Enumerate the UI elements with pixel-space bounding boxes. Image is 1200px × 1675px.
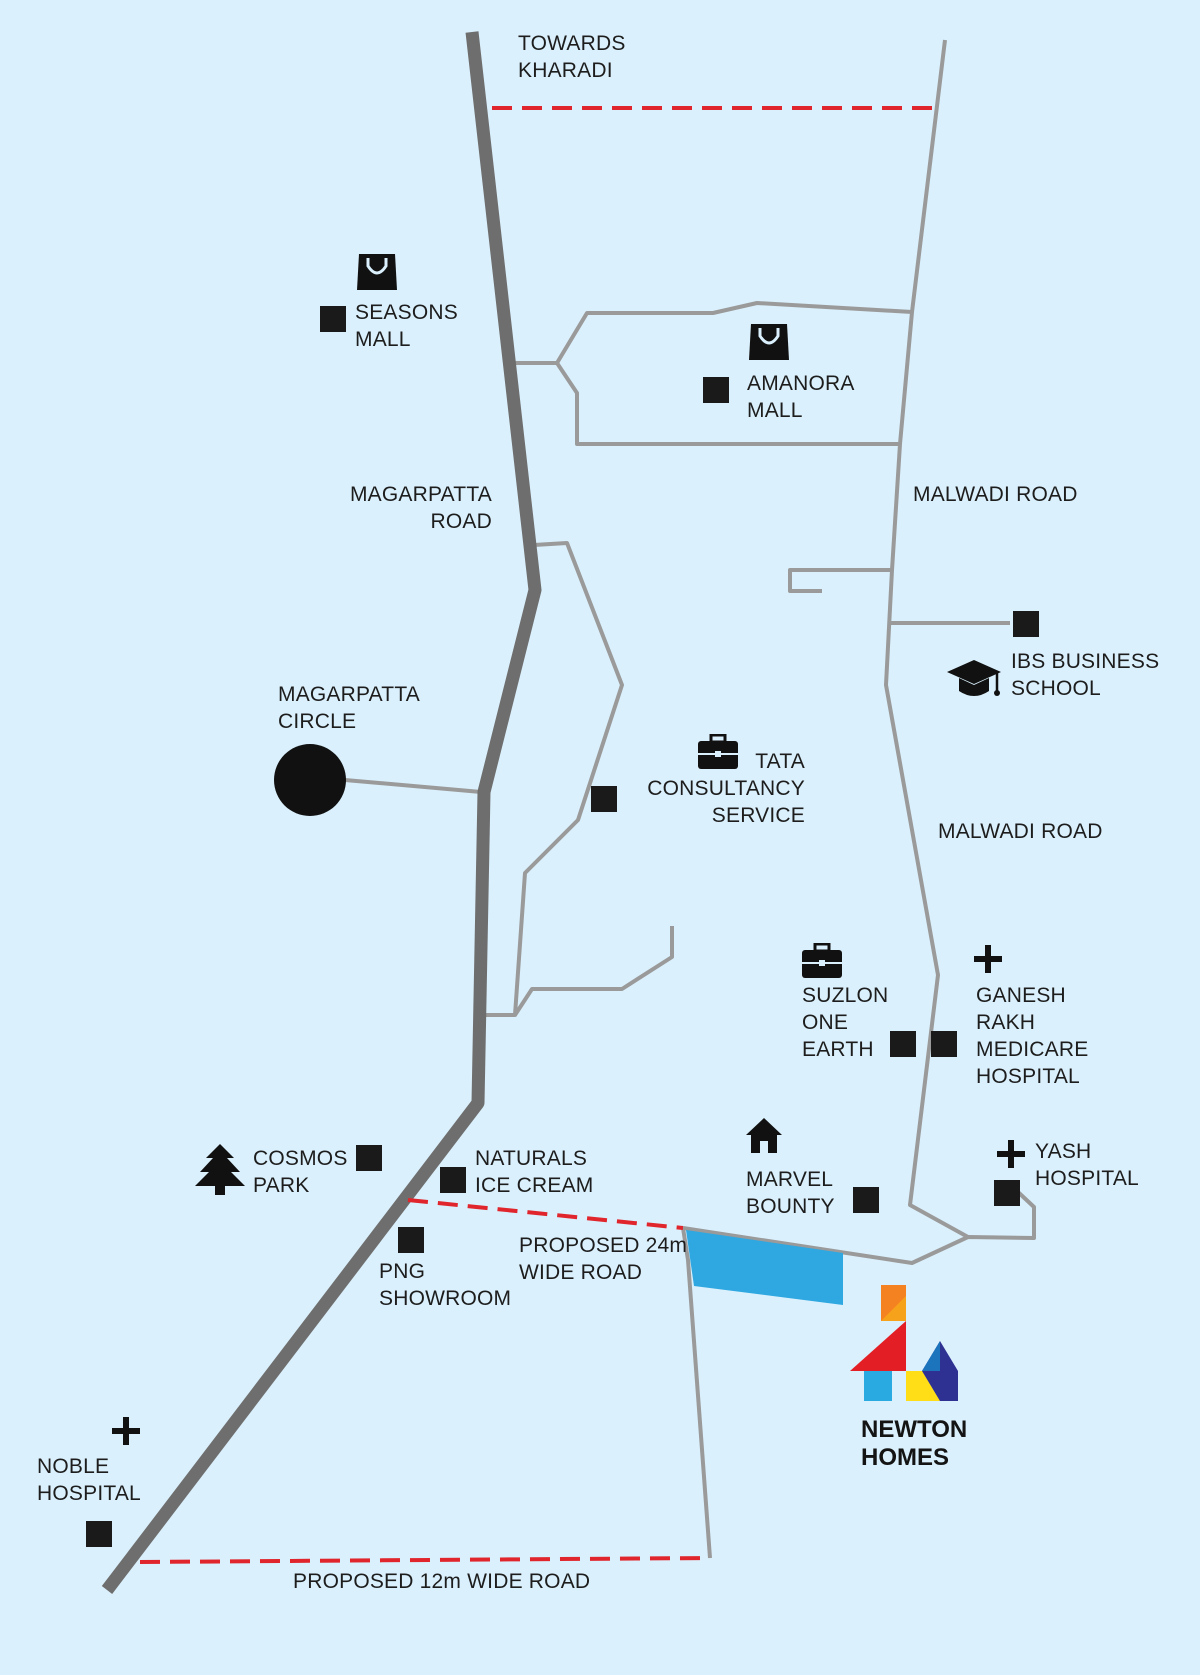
minor-roads [344, 39, 1036, 1559]
amanora-lower-road [555, 361, 900, 446]
magarpatta-circle-label: MAGARPATTA CIRCLE [278, 683, 421, 733]
tcs-marker [591, 786, 617, 812]
hospital-cross-icon [997, 1140, 1025, 1168]
ganesh-rakh-marker [931, 1031, 957, 1057]
tata-consultancy-label: TATA CONSULTANCY SERVICE [647, 750, 805, 827]
proposed-12m-label: PROPOSED 12m WIDE ROAD [293, 1570, 591, 1593]
hospital-cross-icon [112, 1417, 140, 1445]
proposed-12m-road [139, 1556, 711, 1564]
towards-kharadi-label: TOWARDS KHARADI [518, 32, 626, 82]
proposed-24m-label: PROPOSED 24m WIDE ROAD [519, 1234, 688, 1284]
cosmos-park-label: COSMOS PARK [253, 1147, 348, 1197]
suzlon-marker [890, 1031, 916, 1057]
png-showroom-label: PNG SHOWROOM [379, 1260, 512, 1310]
malwadi-road [884, 39, 969, 1239]
seasons-mall-marker [320, 306, 346, 332]
naturals-marker [440, 1167, 466, 1193]
briefcase-icon [802, 943, 842, 978]
graduation-cap-icon [947, 660, 1001, 696]
briefcase-icon [698, 734, 738, 769]
project-site-plot [686, 1230, 843, 1305]
proposed-24m-road [407, 1198, 684, 1230]
malwadi-road-top-label: MALWADI ROAD [913, 483, 1078, 506]
noble-hospital-label: NOBLE HOSPITAL [37, 1455, 141, 1505]
yash-hospital-marker [994, 1180, 1020, 1206]
naturals-ice-cream-label: NATURALS ICE CREAM [475, 1147, 594, 1197]
site-west-road [681, 1227, 712, 1559]
newton-homes-logo [850, 1285, 958, 1401]
suzlon-one-earth-label: SUZLON ONE EARTH [802, 984, 889, 1061]
shopping-bag-icon [749, 324, 789, 360]
inner-spur-road [513, 926, 674, 1017]
proposed-roads [139, 106, 937, 1564]
magarpatta-circle-marker [274, 744, 346, 816]
magarpatta-road-label: MAGARPATTA ROAD [349, 483, 492, 533]
noble-hospital-marker [86, 1521, 112, 1547]
marvel-bounty-label: MARVEL BOUNTY [746, 1168, 835, 1218]
amanora-loop-road [515, 301, 913, 365]
tree-icon [195, 1144, 245, 1195]
marvel-bounty-marker [853, 1187, 879, 1213]
cosmos-park-marker [356, 1145, 382, 1171]
side-spur-road [788, 568, 892, 593]
seasons-mall-label: SEASONS MALL [355, 301, 458, 351]
site-access-road [682, 1190, 1036, 1265]
ibs-marker [1013, 611, 1039, 637]
hospital-cross-icon [974, 945, 1002, 973]
yash-hospital-label: YASH HOSPITAL [1035, 1140, 1139, 1190]
house-icon [746, 1118, 782, 1153]
amanora-mall-label: AMANORA MALL [747, 372, 855, 422]
main-road [101, 31, 542, 1594]
png-marker [398, 1227, 424, 1253]
brand-name: NEWTON HOMES [861, 1416, 968, 1471]
circle-road [344, 778, 482, 794]
ibs-business-school-label: IBS BUSINESS SCHOOL [1011, 650, 1160, 700]
ganesh-rakh-label: GANESH RAKH MEDICARE HOSPITAL [976, 984, 1089, 1088]
shopping-bag-icon [357, 254, 397, 290]
amanora-mall-marker [703, 377, 729, 403]
tcs-road [482, 541, 624, 1017]
malwadi-road-bottom-label: MALWADI ROAD [938, 820, 1103, 843]
